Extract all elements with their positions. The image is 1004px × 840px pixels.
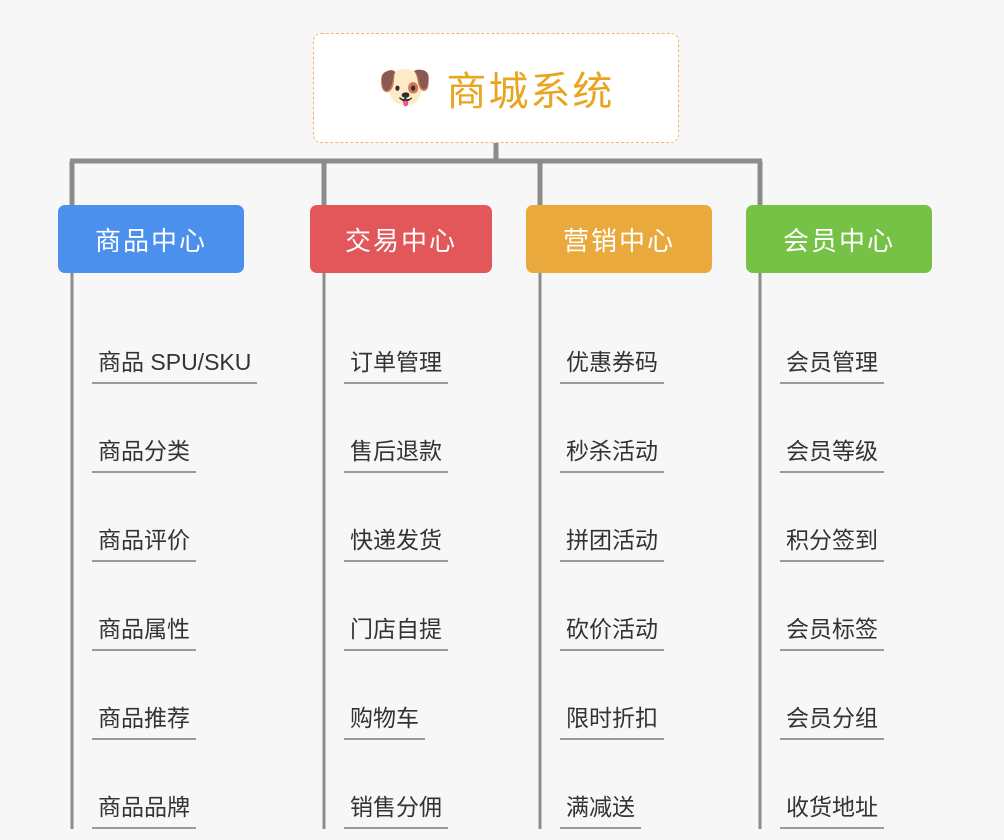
branch-header-marketing-center[interactable]: 营销中心 <box>526 205 712 273</box>
leaf-label: 限时折扣 <box>560 705 664 740</box>
leaf-item[interactable]: 积分签到 <box>746 473 932 562</box>
leaf-item[interactable]: 商品品牌 <box>58 740 244 829</box>
leaf-label: 满减送 <box>560 794 641 829</box>
branch-header-product-center[interactable]: 商品中心 <box>58 205 244 273</box>
leaf-label: 会员管理 <box>780 349 884 384</box>
root-title: 商城系统 <box>446 70 615 114</box>
leaf-item[interactable]: 商品属性 <box>58 562 244 651</box>
leaf-label: 快递发货 <box>344 527 448 562</box>
leaf-item[interactable]: 商品评价 <box>58 473 244 562</box>
branch-leaves-member-center: 会员管理会员等级积分签到会员标签会员分组收货地址 <box>746 273 932 829</box>
leaf-item[interactable]: 售后退款 <box>310 384 492 473</box>
leaf-label: 商品属性 <box>92 616 196 651</box>
leaf-label: 商品推荐 <box>92 705 196 740</box>
branch-leaves-product-center: 商品 SPU/SKU 商品分类商品评价商品属性商品推荐商品品牌 <box>58 273 258 829</box>
leaf-item[interactable]: 会员等级 <box>746 384 932 473</box>
shiba-dog-face-icon: 🐶 <box>377 63 433 112</box>
leaf-item[interactable]: 收货地址 <box>746 740 932 829</box>
leaf-item[interactable]: 限时折扣 <box>526 651 712 740</box>
leaf-label: 商品品牌 <box>92 794 196 829</box>
leaf-item[interactable]: 拼团活动 <box>526 473 712 562</box>
branch-product-center: 商品中心商品 SPU/SKU 商品分类商品评价商品属性商品推荐商品品牌 <box>58 205 258 829</box>
leaf-label: 售后退款 <box>344 438 448 473</box>
leaf-item[interactable]: 会员标签 <box>746 562 932 651</box>
leaf-label: 会员等级 <box>780 438 884 473</box>
leaf-item[interactable]: 会员管理 <box>746 295 932 384</box>
leaf-item[interactable]: 快递发货 <box>310 473 492 562</box>
branch-leaves-trade-center: 订单管理售后退款快递发货门店自提购物车销售分佣 <box>310 273 492 829</box>
leaf-label: 会员分组 <box>780 705 884 740</box>
leaf-label: 商品分类 <box>92 438 196 473</box>
leaf-item[interactable]: 销售分佣 <box>310 740 492 829</box>
leaf-item[interactable]: 商品分类 <box>58 384 244 473</box>
leaf-label: 秒杀活动 <box>560 438 664 473</box>
leaf-label: 拼团活动 <box>560 527 664 562</box>
branch-header-member-center[interactable]: 会员中心 <box>746 205 932 273</box>
branch-marketing-center: 营销中心优惠券码秒杀活动拼团活动砍价活动限时折扣满减送 <box>526 205 712 829</box>
leaf-item[interactable]: 会员分组 <box>746 651 932 740</box>
leaf-label: 收货地址 <box>780 794 884 829</box>
leaf-item[interactable]: 订单管理 <box>310 295 492 384</box>
leaf-item[interactable]: 门店自提 <box>310 562 492 651</box>
leaf-label: 订单管理 <box>344 349 448 384</box>
branch-trade-center: 交易中心订单管理售后退款快递发货门店自提购物车销售分佣 <box>310 205 492 829</box>
leaf-item[interactable]: 商品推荐 <box>58 651 244 740</box>
leaf-label: 会员标签 <box>780 616 884 651</box>
leaf-item[interactable]: 购物车 <box>310 651 492 740</box>
root-node[interactable]: 🐶 商城系统 <box>313 33 679 143</box>
branch-member-center: 会员中心会员管理会员等级积分签到会员标签会员分组收货地址 <box>746 205 932 829</box>
leaf-label: 商品 SPU/SKU <box>92 349 258 384</box>
branch-leaves-marketing-center: 优惠券码秒杀活动拼团活动砍价活动限时折扣满减送 <box>526 273 712 829</box>
leaf-label: 销售分佣 <box>344 794 448 829</box>
leaf-item[interactable]: 满减送 <box>526 740 712 829</box>
leaf-item[interactable]: 商品 SPU/SKU <box>58 295 258 384</box>
leaf-label: 优惠券码 <box>560 349 664 384</box>
leaf-label: 商品评价 <box>92 527 196 562</box>
leaf-item[interactable]: 秒杀活动 <box>526 384 712 473</box>
leaf-label: 门店自提 <box>344 616 448 651</box>
leaf-item[interactable]: 砍价活动 <box>526 562 712 651</box>
leaf-label: 砍价活动 <box>560 616 664 651</box>
leaf-item[interactable]: 优惠券码 <box>526 295 712 384</box>
leaf-label: 购物车 <box>344 705 425 740</box>
leaf-label: 积分签到 <box>780 527 884 562</box>
branch-header-trade-center[interactable]: 交易中心 <box>310 205 492 273</box>
